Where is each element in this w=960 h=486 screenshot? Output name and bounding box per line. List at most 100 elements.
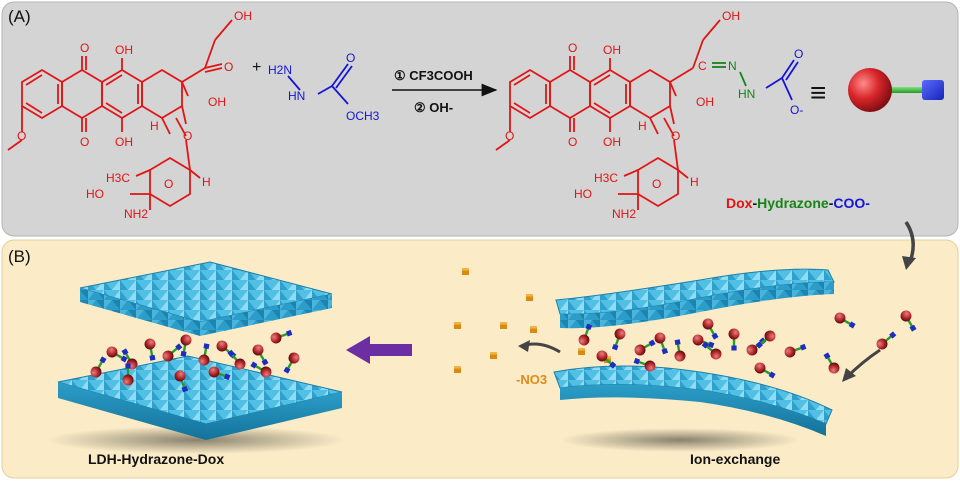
legend-dash-2: - [829,195,834,211]
reactant-oh-top: OH [234,9,252,23]
right-shadow [560,428,800,452]
nitrate-ion-5 [490,352,497,359]
plus-sign: + [252,59,261,76]
intercalated-drug-13 [122,363,134,386]
panel-a-label: (A) [8,7,31,26]
nitrate-ion-6 [454,366,461,373]
intercalated-drug-12 [283,352,300,374]
reactant-sugar-h: H [202,175,211,189]
curved-arrow-nitrate-out-head [518,340,530,352]
product-methoxy-o: O [505,129,514,143]
intercalated-drug-7 [198,343,210,366]
reactant-quinone-o2: O [80,135,89,149]
equivalence-sign: ≡ [810,77,826,108]
product-oh-top: OH [722,9,740,23]
left-intercalated-drug-molecules [90,329,300,393]
intercalating-drug-11 [755,330,776,349]
reactant-sugar-nh2: NH2 [124,207,148,221]
reactant-c9-h: H [150,119,159,133]
doxorubicin-reactant [7,19,233,210]
product-sugar-ho: HO [574,187,592,201]
nitrate-label: -NO3 [516,372,547,387]
reactant-methoxy-o: O [17,129,26,143]
reactant-carbonyl-o: O [224,60,233,74]
right-top-sheet-surface [555,268,835,315]
intercalating-drug-5 [654,332,669,355]
panel-b-label: (B) [8,247,31,266]
product-c: C [698,59,707,73]
reaction-step-1: ① CF3COOH [394,68,473,83]
product-n: N [728,59,737,73]
methyl-carbazate [287,63,353,105]
legend-line: Dox-Hydrazone-COO- [726,195,870,211]
left-top-sheet-side-a [80,288,200,336]
reactant-h3c: H3C [106,171,130,185]
product-o: O [794,47,803,61]
nitrate-ion-3 [500,322,507,329]
intercalating-drug-3 [611,328,626,351]
hydrazine-hn: HN [288,89,305,103]
reactant-sugar-o: O [164,177,173,191]
nitrate-ion-7 [578,348,585,355]
free-drug-2 [876,331,897,350]
product-h3c: H3C [594,171,618,185]
product-quinone-o2: O [568,135,577,149]
product-o-minus: O- [790,103,803,117]
dox-hydrazone-product [495,19,799,210]
product-phenol-oh1: OH [603,43,621,57]
hydrazine-h2n: H2N [268,63,292,77]
reactant-sugar-ho: HO [86,187,104,201]
hydrazine-och3: OCH3 [346,109,380,123]
product-sugar-h: H [690,175,699,189]
intercalated-drug-16 [174,370,189,393]
purple-arrow [346,336,412,364]
product-oh-ring: OH [696,95,714,109]
left-bottom-sheet-side-b [206,392,342,440]
nitrate-ion-10 [530,326,537,333]
dox-hydrazone-schematic [848,68,944,112]
free-drug-1 [834,312,856,329]
free-drug-4 [823,352,840,374]
intercalated-drug-9 [227,349,246,370]
intercalating-drug-8 [701,341,722,360]
intercalated-drug-1 [90,356,107,378]
intercalating-drug-12 [784,343,807,358]
right-top-sheet-side [560,282,834,329]
right-caption: Ion-exchange [690,451,780,467]
product-quinone-o1: O [568,41,577,55]
nitrate-ion-2 [526,294,533,301]
legend-dox: Dox [726,195,753,211]
intercalating-drug-2 [596,350,617,369]
intercalated-drug-14 [208,366,231,381]
intercalating-drug-14 [633,357,656,372]
intercalated-drug-2 [106,346,128,363]
product-sugar-link-o: O [671,129,680,143]
intercalated-drug-4 [144,338,156,361]
product-phenol-oh2: OH [603,135,621,149]
product-c9-h: H [638,119,647,133]
curved-arrow-a-to-b-head [902,256,916,270]
intercalated-drug-10 [252,344,269,366]
reactant-quinone-o1: O [80,41,89,55]
product-hn: HN [738,87,755,101]
panel-a-background [1,1,959,237]
intercalated-drug-6 [180,334,192,357]
intercalated-drug-5 [162,343,183,362]
reactant-oh-ring: OH [208,95,226,109]
intercalating-drug-15 [754,362,776,379]
intercalated-drug-11 [270,329,293,344]
intercalated-drug-15 [250,361,272,378]
reaction-step-2: ② OH- [414,100,453,115]
product-sugar-nh2: NH2 [612,207,636,221]
left-caption: LDH-Hydrazone-Dox [88,451,224,467]
legend-coo: COO- [833,195,870,211]
left-bottom-sheet-side-a [58,382,206,440]
intercalating-drug-6 [674,339,686,362]
free-drug-3 [900,310,917,332]
product-sugar-o: O [652,177,661,191]
reactant-phenol-oh2: OH [115,135,133,149]
legend-dash-1: - [752,195,757,211]
intercalating-drug-13 [702,318,719,340]
